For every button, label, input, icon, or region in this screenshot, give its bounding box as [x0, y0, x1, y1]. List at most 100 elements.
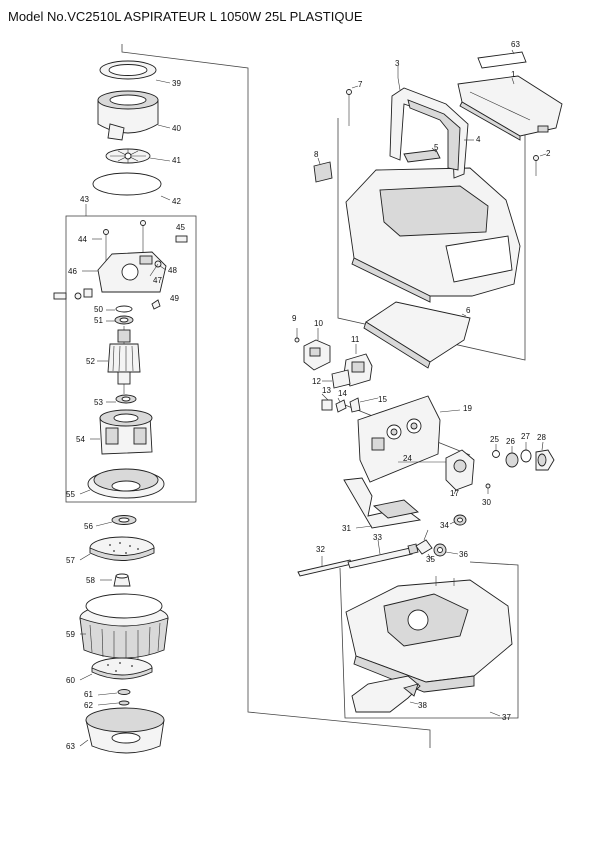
label-part-25: 25 — [490, 435, 499, 444]
part-61-washer — [97, 689, 131, 696]
part-12-terminal-block — [322, 369, 351, 389]
label-part-63: 63 — [66, 742, 75, 751]
part-number-labels: 63 1 3 7 4 5 2 8 6 9 10 11 12 13 14 15 1… — [66, 40, 551, 751]
label-part-26: 26 — [506, 437, 515, 446]
label-part-57: 57 — [66, 556, 75, 565]
part-51-bearing — [106, 315, 134, 325]
label-part-52: 52 — [86, 357, 95, 366]
label-part-48: 48 — [168, 266, 177, 275]
part-4-handle — [389, 87, 474, 179]
part-49-clip — [151, 299, 161, 310]
part-13-capacitor — [321, 393, 333, 411]
label-part-42: 42 — [172, 197, 181, 206]
label-part-27: 27 — [521, 432, 530, 441]
label-part-1: 1 — [511, 70, 516, 79]
label-part-35: 35 — [426, 555, 435, 564]
label-part-34: 34 — [440, 521, 449, 530]
part-2-screw — [533, 153, 547, 176]
label-part-44: 44 — [78, 235, 87, 244]
label-part-55: 55 — [66, 490, 75, 499]
label-part-47: 47 — [153, 276, 162, 285]
label-part-54: 54 — [76, 435, 85, 444]
part-38-foot-plate — [351, 675, 421, 713]
label-part-31: 31 — [342, 524, 351, 533]
label-part-5: 5 — [434, 143, 439, 152]
label-part-10: 10 — [314, 319, 323, 328]
part-60-filter-disc — [79, 657, 153, 681]
part-14-clip — [335, 397, 347, 413]
label-part-32: 32 — [316, 545, 325, 554]
label-part-59: 59 — [66, 630, 75, 639]
label-part-46: 46 — [68, 267, 77, 276]
label-part-60: 60 — [66, 676, 75, 685]
part-25-washer — [492, 444, 500, 458]
label-part-24: 24 — [403, 454, 412, 463]
label-part-3: 3 — [395, 59, 400, 68]
part-10-switch-bracket — [303, 328, 331, 371]
label-part-39: 39 — [172, 79, 181, 88]
part-19-control-panel — [357, 395, 461, 483]
part-52-armature — [97, 326, 141, 394]
part-36-collar — [433, 543, 459, 557]
label-part-17: 17 — [450, 489, 459, 498]
part-54-field-stator — [90, 409, 153, 455]
part-15-clamp — [349, 397, 379, 413]
label-part-45: 45 — [176, 223, 185, 232]
part-34-grommet — [449, 514, 467, 526]
label-part-51: 51 — [94, 316, 103, 325]
part-55-motor-housing — [79, 468, 165, 499]
part-89-label — [477, 49, 527, 69]
label-part-38: 38 — [418, 701, 427, 710]
label-part-9: 9 — [292, 314, 297, 323]
part-46-brush-bracket — [82, 251, 167, 293]
label-part-7: 7 — [358, 80, 363, 89]
part-31-mount-plate — [343, 477, 422, 529]
part-58-cap — [100, 573, 131, 587]
label-part-61: 61 — [84, 690, 93, 699]
part-42-o-ring — [92, 172, 171, 201]
part-26-nut — [505, 446, 519, 468]
part-53-bearing — [106, 394, 137, 404]
label-part-19: 19 — [463, 404, 472, 413]
label-part-41: 41 — [172, 156, 181, 165]
label-part-4: 4 — [476, 135, 481, 144]
label-part-50: 50 — [94, 305, 103, 314]
label-part-56: 56 — [84, 522, 93, 531]
label-part-33: 33 — [373, 533, 382, 542]
part-50-washer — [106, 305, 133, 313]
part-3-upper-housing — [345, 66, 521, 303]
part-39-gasket-ring — [99, 60, 171, 84]
label-part-14: 14 — [338, 389, 347, 398]
part-45-carbon-brush — [175, 235, 188, 243]
part-59-impeller-cage — [79, 593, 169, 660]
label-part-13: 13 — [322, 386, 331, 395]
part-37-lower-housing — [345, 576, 513, 717]
label-part-12: 12 — [312, 377, 321, 386]
label-part-28: 28 — [537, 433, 546, 442]
label-part-37: 37 — [502, 713, 511, 722]
part-30-screw — [485, 483, 491, 494]
part-35-bushing — [415, 529, 433, 561]
part-40-motor-cover — [97, 90, 171, 141]
part-63-bottom-cover — [79, 707, 165, 754]
label-part-8: 8 — [314, 150, 319, 159]
part-17-switch-unit — [445, 449, 475, 495]
label-part-40: 40 — [172, 124, 181, 133]
part-56-washer — [95, 515, 137, 527]
part-1-top-cover — [457, 75, 563, 141]
label-part-6: 6 — [466, 306, 471, 315]
part-32-rod — [297, 556, 353, 577]
part-28-knob — [535, 441, 555, 471]
label-part-2: 2 — [546, 149, 551, 158]
part-41-fan — [105, 148, 171, 164]
page-title: Model No.VC2510L ASPIRATEUR L 1050W 25L … — [8, 9, 363, 24]
part-9-screw — [294, 328, 300, 343]
part-62-nut — [97, 700, 130, 706]
label-part-53: 53 — [94, 398, 103, 407]
part-brush-left — [53, 288, 93, 300]
label-part-89: 63 — [511, 40, 520, 49]
label-part-49: 49 — [170, 294, 179, 303]
label-part-43: 43 — [80, 195, 89, 204]
part-8-label — [313, 157, 333, 183]
